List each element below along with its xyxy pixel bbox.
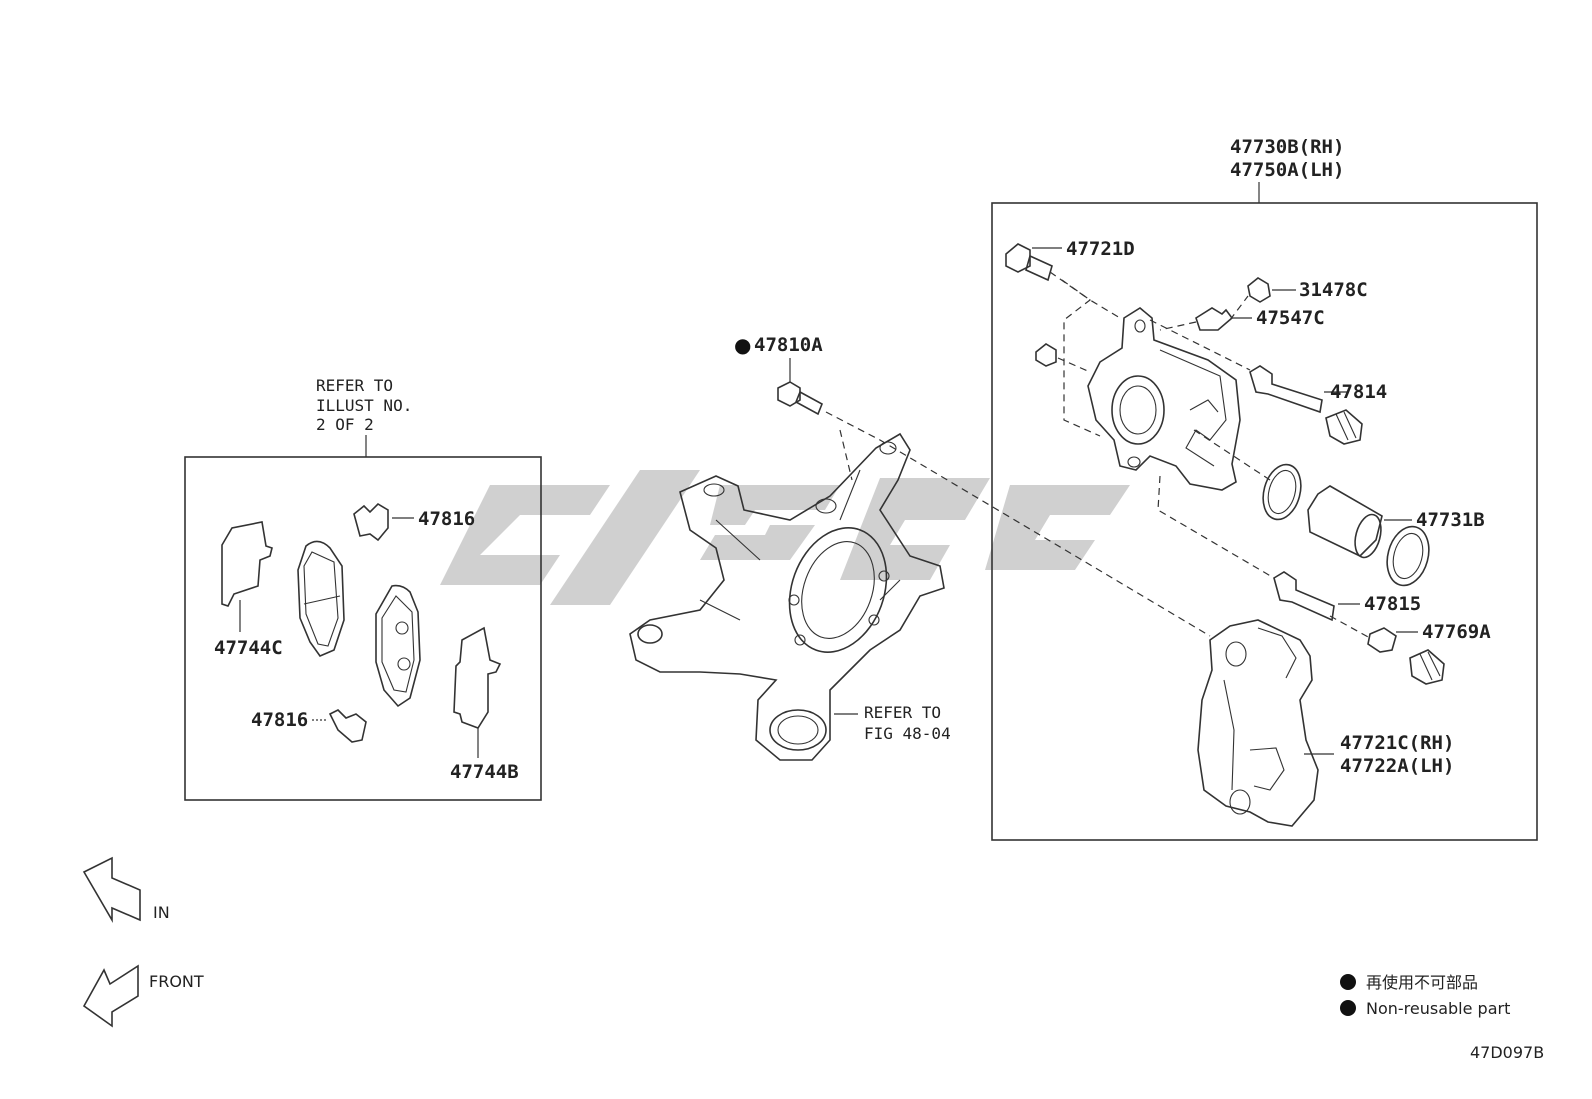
refer-fig-line-1: REFER TO — [864, 703, 941, 722]
shim-47744b — [453, 626, 502, 758]
steering-knuckle — [629, 432, 945, 761]
pin-boot-lower — [1409, 649, 1445, 685]
label-47744b: 47744B — [450, 761, 519, 783]
refer-illust-line-3: 2 OF 2 — [316, 415, 374, 434]
brake-pad-inner — [375, 584, 421, 708]
legend-dot-jp — [1340, 974, 1356, 990]
label-47816-bottom: 47816 — [251, 709, 308, 731]
direction-in: IN — [153, 903, 170, 922]
caliper-bracket — [1197, 619, 1334, 827]
figure-code: 47D097B — [1470, 1043, 1544, 1062]
legend-en: Non-reusable part — [1366, 999, 1510, 1018]
label-bracket-rh: 47721C(RH) — [1340, 732, 1454, 754]
guide-pin-47814 — [1249, 365, 1348, 414]
pin-boot-upper — [1325, 409, 1363, 445]
bushing-47769a — [1367, 627, 1418, 653]
label-31478c: 31478C — [1299, 279, 1368, 301]
label-bracket-lh: 47722A(LH) — [1340, 755, 1454, 777]
piston-47731b — [1307, 485, 1412, 559]
clip-47816-bottom — [312, 709, 367, 743]
bolt-47810a — [777, 381, 824, 416]
legend-jp: 再使用不可部品 — [1366, 973, 1478, 992]
cap-31478c — [1247, 277, 1296, 303]
refer-illust-line-2: ILLUST NO. — [316, 396, 412, 415]
piston-seal — [1262, 463, 1302, 521]
label-47810a: 47810A — [754, 334, 823, 356]
label-47744c: 47744C — [214, 637, 283, 659]
label-47547c: 47547C — [1256, 307, 1325, 329]
front-arrow-icon — [82, 964, 139, 1028]
bolt-47721d — [1005, 243, 1062, 282]
legend-dot-en — [1340, 1000, 1356, 1016]
label-47816-top: 47816 — [418, 508, 475, 530]
watermark-logo — [440, 470, 1130, 605]
direction-front: FRONT — [149, 972, 204, 991]
caliper-assembly-box — [991, 202, 1538, 841]
clip-47816-top — [353, 502, 414, 542]
piston-dust-boot — [1386, 525, 1430, 587]
bleeder-47547c — [1195, 307, 1252, 331]
label-caliper-lh: 47750A(LH) — [1230, 159, 1344, 181]
label-47769a: 47769A — [1422, 621, 1491, 643]
brake-pad-outer — [297, 540, 345, 657]
guide-pin-47815 — [1273, 571, 1360, 622]
non-reusable-dot-47810a: ● — [734, 333, 751, 357]
in-arrow-icon — [82, 856, 141, 923]
refer-illust-line-1: REFER TO — [316, 376, 393, 395]
pad-kit-box — [184, 456, 542, 801]
label-47731b: 47731B — [1416, 509, 1485, 531]
caliper-body — [1087, 307, 1241, 491]
label-caliper-rh: 47730B(RH) — [1230, 136, 1344, 158]
label-47815: 47815 — [1364, 593, 1421, 615]
label-47814: 47814 — [1330, 381, 1387, 403]
shim-47744c — [221, 521, 273, 632]
refer-fig-line-2: FIG 48-04 — [864, 724, 951, 743]
label-47721d: 47721D — [1066, 238, 1135, 260]
bleeder-screw-small — [1035, 343, 1057, 367]
